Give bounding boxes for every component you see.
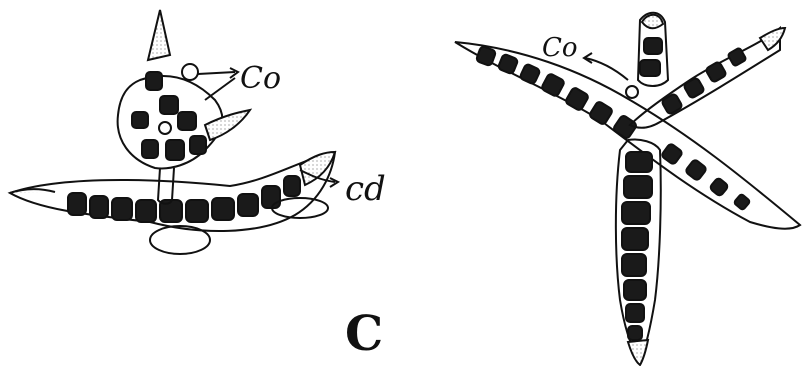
vertical-connector (158, 168, 174, 204)
conidial-scar-right (626, 86, 638, 98)
conidium-tip-left (10, 189, 55, 193)
left-spore-group (10, 10, 338, 254)
right-spore-group (455, 13, 800, 365)
bottom-tip (628, 340, 648, 365)
co-right-arrow (585, 58, 628, 80)
vertical-chain-cells (622, 152, 652, 340)
conidium-tip-right (300, 152, 335, 185)
basal-cell (150, 226, 210, 254)
conidial-scar-1 (182, 64, 198, 80)
conidial-scar-2 (159, 122, 171, 134)
top-branch-cells (640, 38, 662, 76)
basal-cell-small (272, 198, 328, 218)
co-left-arrow-2 (205, 78, 235, 100)
label-co-right: Co (542, 33, 578, 63)
ne-tip (760, 28, 785, 50)
top-tip (642, 15, 663, 29)
ne-chain-cells (661, 47, 746, 114)
apical-conidium-right (205, 110, 250, 140)
label-cd: cd (345, 169, 386, 209)
co-left-arrow-1 (198, 72, 235, 74)
panel-label: C (345, 306, 383, 362)
label-co-left: Co (240, 61, 281, 96)
apical-conidium-top (148, 10, 170, 60)
